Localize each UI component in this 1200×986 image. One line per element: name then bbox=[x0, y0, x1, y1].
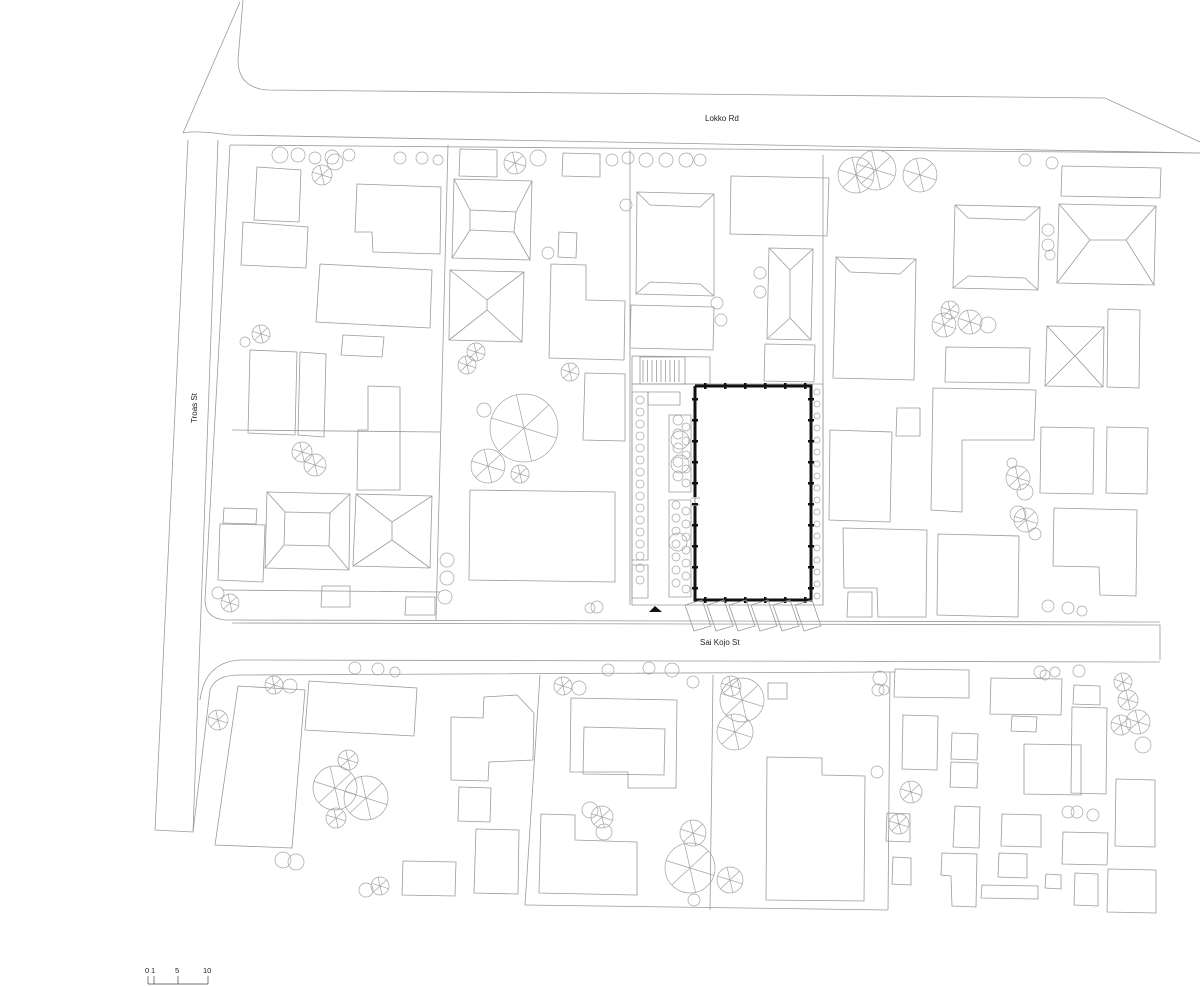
block-boundaries bbox=[221, 144, 1200, 911]
scale-bar: 0 1 5 10 bbox=[145, 966, 211, 985]
project-site bbox=[631, 356, 824, 632]
trees bbox=[207, 146, 1152, 907]
street-label-south: Sai Kojo St bbox=[700, 638, 740, 647]
street-canopies bbox=[684, 599, 822, 632]
road-lines bbox=[154, 0, 1200, 833]
scale-tick-1: 1 bbox=[151, 966, 155, 975]
scale-tick-0: 0 bbox=[145, 966, 149, 975]
scale-tick-5: 5 bbox=[175, 966, 179, 975]
main-building bbox=[694, 385, 812, 601]
entrance-arrow-icon bbox=[649, 606, 662, 612]
street-label-north: Lokko Rd bbox=[705, 114, 739, 123]
scale-tick-10: 10 bbox=[203, 966, 211, 975]
roof-ridges bbox=[264, 178, 1157, 571]
street-label-west: Troas St bbox=[190, 392, 199, 423]
context-buildings bbox=[214, 148, 1162, 914]
stair bbox=[639, 356, 686, 385]
